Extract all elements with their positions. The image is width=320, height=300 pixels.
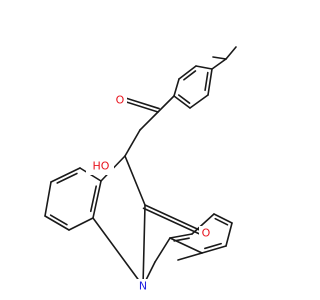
atom-label-o-amide: O	[202, 227, 211, 240]
bond-inner-r1-r2	[173, 237, 190, 242]
bond-inner-r5-r6	[204, 242, 222, 250]
bond-layer	[44, 46, 237, 287]
bond-r6-me_t	[177, 252, 203, 261]
atom-label-n1: N	[139, 280, 147, 293]
bond-inner-t6-t1	[204, 71, 209, 92]
bond-second-c2-oa	[142, 207, 206, 238]
label-mask-o-ketone	[113, 93, 127, 108]
bond-t1-t2	[195, 65, 213, 70]
bond-t5-t6	[189, 94, 209, 109]
bond-me_a-ch_iso	[212, 56, 227, 60]
bond-bz-r1	[154, 237, 171, 263]
bond-inner-t2-t3	[183, 70, 197, 81]
bond-b5-b6	[44, 181, 52, 217]
bond-second-ck-ok	[120, 95, 160, 110]
label-mask-n1	[136, 279, 150, 294]
bond-n1-c7a	[92, 217, 144, 287]
bond-c3a-c7a	[92, 180, 102, 219]
bond-ch2-c3	[124, 129, 141, 157]
label-mask-o-amide	[199, 226, 213, 241]
bond-inner-r3-r4	[214, 217, 229, 226]
bond-inner-c3a-c7a	[89, 185, 98, 213]
bond-t6-t1	[207, 68, 213, 96]
bond-c3-c2	[124, 155, 146, 206]
bond-t4-t5	[173, 95, 191, 109]
atom-label-o-ketone: O	[116, 94, 125, 107]
atom-label-layer: HO O O N	[86, 93, 213, 294]
bond-c2-oa	[144, 204, 207, 234]
bond-t2-t3	[178, 65, 197, 80]
bond-b7-c7a	[68, 217, 94, 231]
bond-inner-t4-t5	[177, 94, 191, 104]
bond-t3-t4	[173, 78, 180, 97]
bond-c2-n1	[142, 204, 146, 287]
bond-r2-r3	[191, 213, 215, 235]
bond-inner-b4-b5	[56, 172, 78, 184]
bond-ch_iso-me_b	[225, 46, 237, 60]
bond-b4-b5	[50, 167, 81, 183]
bond-inner-b6-b7	[49, 214, 68, 226]
bond-ck-ch2	[139, 111, 159, 131]
bond-r5-r6	[201, 245, 227, 254]
bond-ch_iso-t1	[211, 58, 227, 70]
bond-r1-r2	[169, 233, 193, 239]
bond-t4-ck	[157, 95, 175, 113]
bond-r4-r5	[225, 222, 233, 247]
bond-r3-r4	[213, 213, 233, 224]
molecule-structure: HO O O N	[44, 46, 237, 294]
atom-label-ho: HO	[93, 160, 110, 173]
bond-b6-b7	[44, 215, 70, 231]
label-mask-ho	[86, 160, 114, 175]
